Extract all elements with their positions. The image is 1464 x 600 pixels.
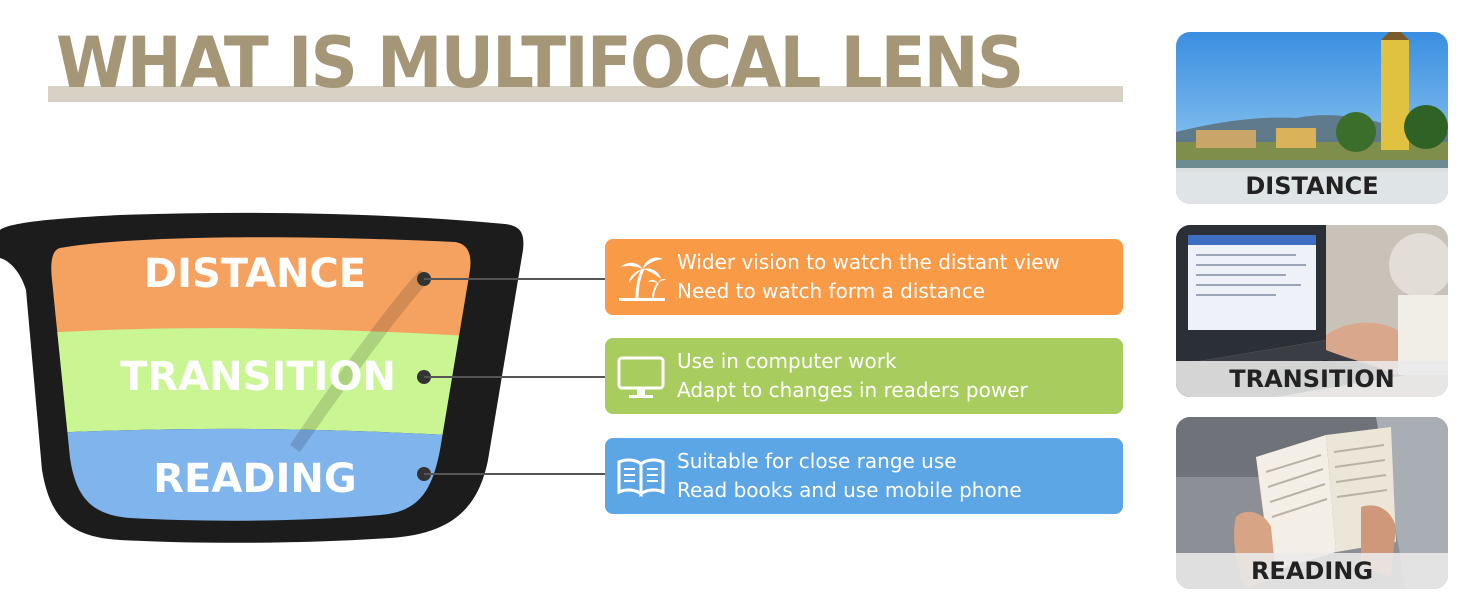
lens-label-distance: DISTANCE bbox=[143, 251, 367, 297]
info-box-reading: Suitable for close range use Read books … bbox=[605, 438, 1123, 514]
lens-zone-distance bbox=[51, 237, 471, 336]
info-transition-line-1: Use in computer work bbox=[677, 349, 897, 373]
title-underline bbox=[48, 86, 1123, 102]
open-book-icon bbox=[617, 458, 665, 498]
info-reading-line-1: Suitable for close range use bbox=[677, 449, 957, 473]
info-reading-line-2: Read books and use mobile phone bbox=[677, 478, 1022, 502]
photo-reading-book: READING bbox=[1176, 417, 1448, 589]
lens-zone-reading bbox=[51, 428, 471, 521]
monitor-icon bbox=[617, 356, 665, 398]
connector-line-reading bbox=[424, 473, 605, 475]
connector-line-transition bbox=[424, 376, 605, 378]
photo-distance-landscape: DISTANCE bbox=[1176, 32, 1448, 204]
lens-zone-transition bbox=[51, 328, 471, 440]
palm-tree-icon bbox=[619, 257, 666, 301]
photo-label-transition: TRANSITION bbox=[1176, 361, 1448, 397]
lens-label-transition: TRANSITION bbox=[120, 354, 396, 400]
photo-label-distance: DISTANCE bbox=[1176, 168, 1448, 204]
info-distance-line-1: Wider vision to watch the distant view bbox=[677, 250, 1060, 274]
title-banner: WHAT IS MULTIFOCAL LENS bbox=[48, 20, 1123, 105]
info-distance-line-2: Need to watch form a distance bbox=[677, 279, 985, 303]
page-title: WHAT IS MULTIFOCAL LENS bbox=[56, 22, 1024, 104]
connector-line-distance bbox=[424, 278, 605, 280]
glasses-lens-illustration bbox=[0, 212, 524, 543]
photo-transition-laptop: TRANSITION bbox=[1176, 225, 1448, 397]
lens-label-reading: READING bbox=[153, 456, 357, 502]
info-transition-line-2: Adapt to changes in readers power bbox=[677, 378, 1028, 402]
photo-label-reading: READING bbox=[1176, 553, 1448, 589]
info-box-transition: Use in computer work Adapt to changes in… bbox=[605, 338, 1123, 414]
temple-arm-shadow bbox=[290, 270, 432, 452]
info-box-distance: Wider vision to watch the distant view N… bbox=[605, 239, 1123, 315]
